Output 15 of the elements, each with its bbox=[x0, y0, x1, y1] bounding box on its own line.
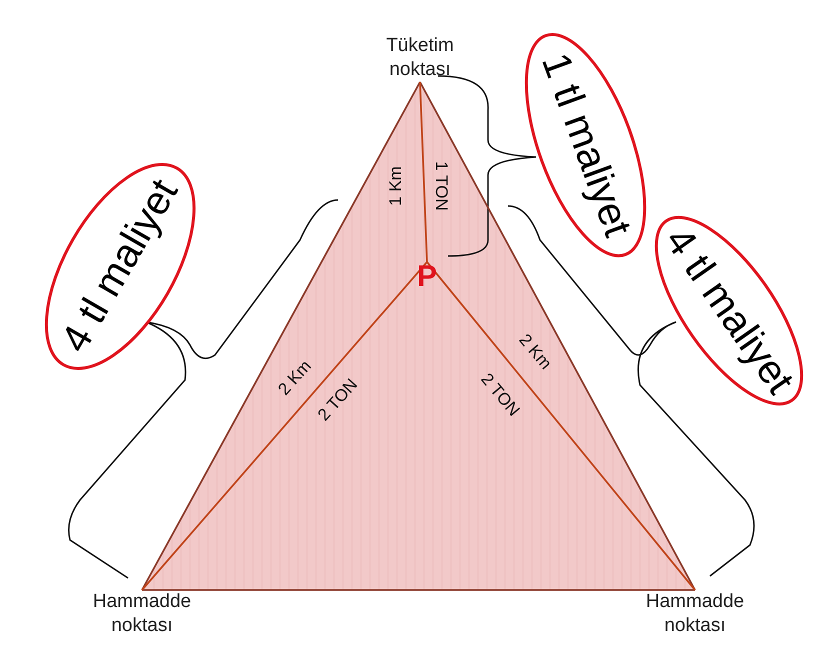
point-label: Hammadde noktası bbox=[77, 590, 207, 638]
line bbox=[141, 82, 421, 590]
line bbox=[419, 82, 696, 590]
point-label: Tüketim noktası bbox=[370, 34, 470, 82]
line bbox=[419, 82, 428, 262]
point-label: Hammadde noktası bbox=[630, 590, 760, 638]
edge-label: 2 Km bbox=[274, 356, 316, 400]
line bbox=[142, 589, 695, 591]
line bbox=[141, 261, 428, 591]
line bbox=[426, 261, 696, 591]
edge-label: 2 Km bbox=[514, 330, 556, 374]
load-label: 1 TON bbox=[431, 161, 451, 211]
cost-ellipse: 1 tl maliyet bbox=[523, 30, 649, 260]
edge-label: 1 Km bbox=[386, 166, 406, 206]
point-label: P bbox=[412, 262, 442, 292]
